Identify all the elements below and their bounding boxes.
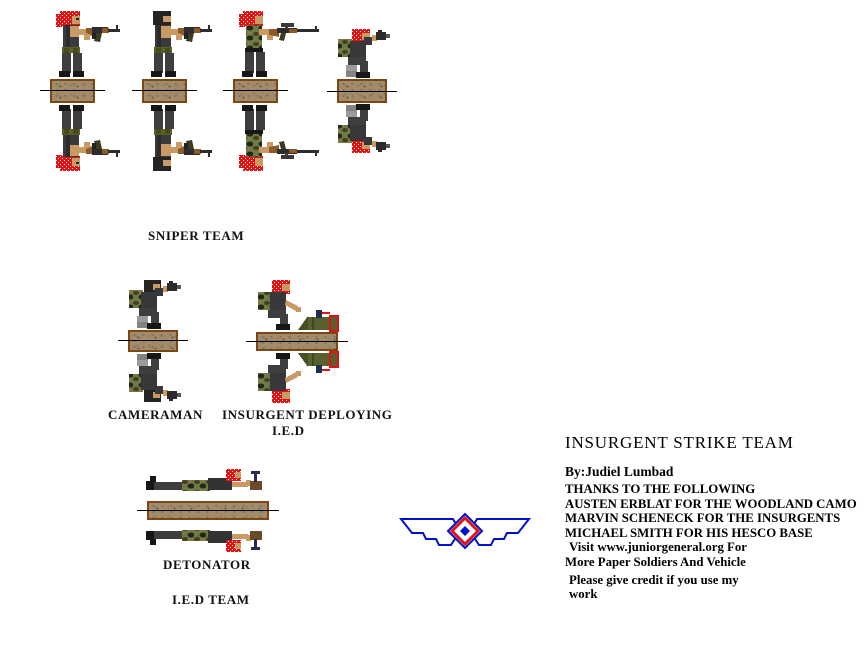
ied-team-label: I.E.D TEAM [172,592,250,607]
fold-line [223,90,288,91]
figure-detonator-prone [146,469,272,501]
figure-rifleman-keffiyeh-mirror [46,103,122,171]
credit-line: More Paper Soldiers And Vehicle [565,554,746,569]
author-line: By:Judiel Lumbad [565,464,674,479]
winged-diamond-logo [398,511,532,558]
fold-line [118,340,188,341]
credit-line: AUSTEN ERBLAT FOR THE WOODLAND CAMO [565,496,857,511]
figure-ied-deployer-mirror [252,351,344,403]
figure-detonator-prone-mirror [146,520,272,552]
fold-line [327,91,397,92]
ied-deployer-label-line1: INSURGENT DEPLOYING [222,407,393,422]
credit-line: Please give credit if you use my [569,572,739,587]
figure-rifleman-balaclava [138,11,214,79]
fold-line [40,90,105,91]
fold-line [246,341,348,342]
credit-line: MICHAEL SMITH FOR HIS HESCO BASE [565,525,813,540]
figure-spotter-camera-mirror [330,103,394,153]
sniper-team-label: SNIPER TEAM [148,228,245,243]
credit-line: MARVIN SCHENECK FOR THE INSURGENTS [565,511,841,526]
credit-line: THANKS TO THE FOLLOWING [565,482,756,496]
credit-line: work [569,587,598,602]
cameraman-label: CAMERAMAN [108,407,203,422]
fold-line [137,510,279,511]
center-diamond-icon [460,526,470,536]
hesco-base [50,79,95,103]
figure-sniper-scoped-rifle [229,11,323,79]
figure-rifleman-keffiyeh [46,11,122,79]
ied-deployer-label-line2: I.E.D [272,423,305,438]
figure-sniper-scoped-rifle-mirror [229,103,323,171]
fold-line [132,90,197,91]
hesco-base [128,330,178,352]
figure-cameraman-mirror [121,352,185,402]
detonator-label: DETONATOR [163,557,251,572]
sheet-title: INSURGENT STRIKE TEAM [565,433,794,452]
credits-block: INSURGENT STRIKE TEAM By:Judiel Lumbad T… [565,433,860,602]
figure-cameraman [121,280,185,330]
hesco-base [233,79,278,103]
figure-rifleman-balaclava-mirror [138,103,214,171]
figure-ied-deployer [252,280,344,332]
hesco-base [142,79,187,103]
credit-line-website: Visit www.juniorgeneral.org For [569,540,747,555]
figure-spotter-camera [330,29,394,79]
